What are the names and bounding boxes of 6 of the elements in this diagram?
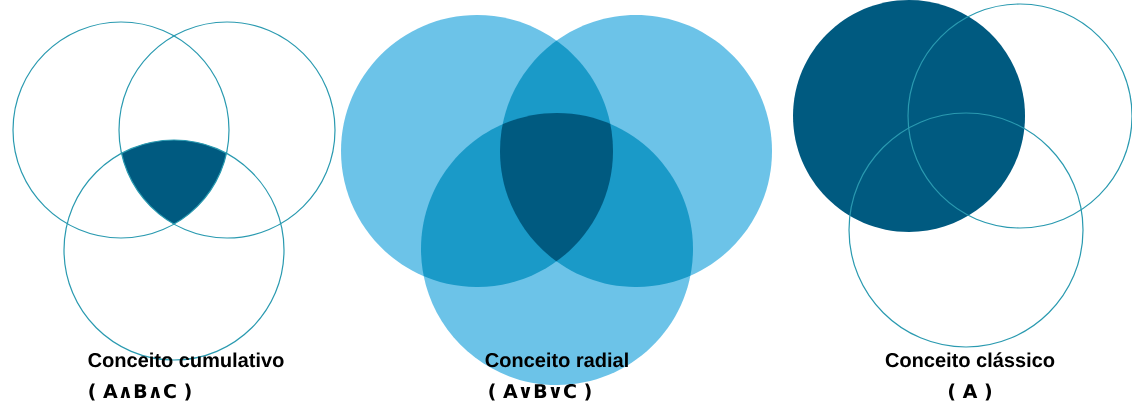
caption-text: Conceito cumulativo xyxy=(88,352,284,368)
notation-text: ( A∧B∧C ) xyxy=(89,383,191,401)
notation-text: ( A∨B∨C ) xyxy=(489,383,591,401)
caption-text: Conceito radial xyxy=(485,352,628,368)
caption-text: Conceito clássico xyxy=(885,352,1055,368)
notation-text: ( A ) xyxy=(949,383,991,401)
